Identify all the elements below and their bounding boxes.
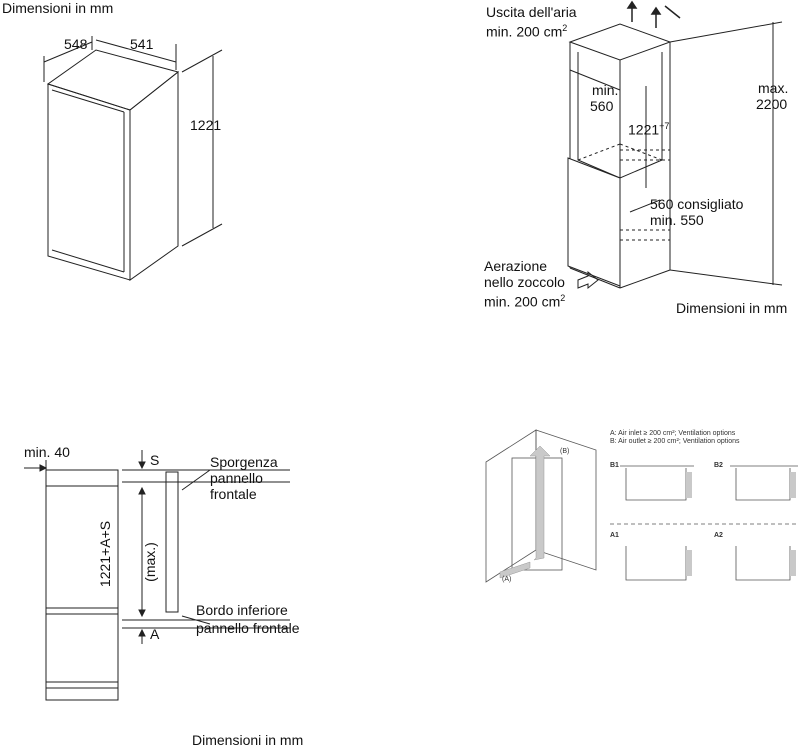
s-label: S — [150, 452, 160, 468]
option-b2-drawing — [735, 468, 791, 501]
legend-air-outlet: B: Air outlet ≥ 200 cm²; Ventilation opt… — [610, 438, 740, 445]
legend-air-inlet: A: Air inlet ≥ 200 cm²; Ventilation opti… — [610, 430, 736, 437]
max-height-label-2: 2200 — [756, 96, 788, 112]
niche-depth-dimension — [629, 199, 661, 213]
panel2-units-title: Dimensioni in mm — [676, 300, 788, 316]
option-b2-label: B2 — [714, 462, 723, 469]
ventilation-drawing — [485, 429, 798, 583]
panel-niche-installation: Uscita dell'aria min. 200 cm2 max. 2200 … — [470, 0, 800, 320]
appliance-drawing — [43, 36, 223, 281]
depth-dimension-line — [43, 41, 93, 63]
panel-front-panel: min. 40 S A 1221+A+S (max.) Sporgenza pa… — [0, 430, 340, 748]
tag-b: (B) — [560, 448, 570, 455]
appliance-side-face — [129, 70, 179, 281]
cabinet-top — [568, 23, 672, 61]
sporgenza-label-3: frontale — [210, 486, 257, 502]
bordo-label-2: pannello frontale — [196, 620, 300, 636]
option-b1-label: B1 — [610, 462, 619, 469]
plinth-vent-label-3: min. 200 cm2 — [484, 293, 566, 310]
sporgenza-label-2: pannello — [210, 470, 263, 486]
bordo-label-1: Bordo inferiore — [196, 602, 288, 618]
height-label: 1221 — [190, 117, 222, 133]
niche-width-label-2: 560 — [590, 98, 614, 114]
vertical-dimension-label: 1221+A+S — [97, 520, 114, 588]
min-gap-label: min. 40 — [24, 444, 70, 460]
airflow-arrow — [529, 445, 551, 561]
niche-depth-label-2: min. 550 — [650, 212, 704, 228]
appliance-in-niche — [567, 157, 621, 287]
option-a2-label: A2 — [714, 532, 723, 539]
sporgenza-label-1: Sporgenza — [210, 454, 278, 470]
niche-depth-label-1: 560 consigliato — [650, 196, 744, 212]
niche-width-dimension — [569, 69, 621, 91]
a-label: A — [150, 626, 160, 642]
niche-wall-left — [485, 429, 537, 583]
tag-a: (A) — [502, 576, 512, 583]
plinth-inlet-arrow — [577, 270, 599, 290]
niche-height-label: 1221+7 — [628, 121, 670, 138]
panel-appliance-dimensions: Dimensioni in mm 548 541 1221 — [0, 0, 260, 300]
appliance-front-face — [47, 83, 131, 281]
plinth-vent-label-2: nello zoccolo — [484, 274, 565, 290]
niche-drawing — [567, 0, 783, 290]
panel3-units-title: Dimensioni in mm — [192, 732, 304, 748]
front-panel-drawing — [24, 450, 290, 701]
max-height-label-1: max. — [758, 80, 789, 96]
panel-ventilation-options: A: Air inlet ≥ 200 cm²; Ventilation opti… — [480, 420, 800, 590]
option-a2-drawing — [735, 546, 791, 581]
width-dimension-line — [95, 39, 177, 63]
front-panel — [165, 471, 179, 613]
depth-label: 548 — [64, 36, 88, 52]
niche-width-label-1: min. — [592, 82, 619, 98]
panel1-units-title: Dimensioni in mm — [2, 0, 114, 16]
air-outlet-label-2: min. 200 cm2 — [486, 23, 568, 40]
plinth-vent-label-1: Aerazione — [484, 258, 548, 274]
width-label: 541 — [130, 36, 154, 52]
appliance-top-face — [46, 49, 180, 111]
air-outlet-label-1: Uscita dell'aria — [486, 4, 577, 20]
vertical-dimension-sublabel: (max.) — [141, 542, 158, 582]
option-b1-drawing — [625, 468, 687, 501]
option-a1-label: A1 — [610, 532, 619, 539]
option-a1-drawing — [625, 546, 687, 581]
